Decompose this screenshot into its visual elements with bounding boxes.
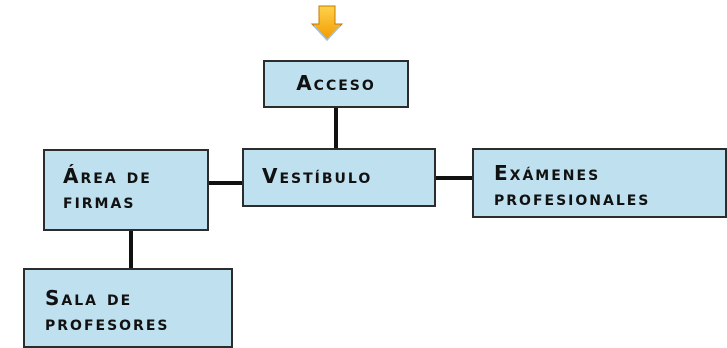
node-examenes-profesionales: Exámenes profesionales [472,148,727,218]
node-vestibulo: Vestíbulo [242,148,436,207]
node-sala-line1: Sala de [45,286,133,310]
node-vestibulo-label: Vestíbulo [262,164,373,188]
node-area-de-firmas-line1: Área de [63,164,152,188]
node-acceso-label: Acceso [296,71,376,95]
node-area-de-firmas: Área de firmas [43,149,209,231]
down-arrow-icon [310,5,344,42]
node-sala-line2: profesores [45,311,170,335]
node-acceso: Acceso [263,60,409,108]
node-sala-de-profesores: Sala de profesores [23,268,233,348]
node-area-de-firmas-line2: firmas [63,189,136,213]
node-examenes-line2: profesionales [494,186,651,210]
node-examenes-line1: Exámenes [494,161,601,185]
